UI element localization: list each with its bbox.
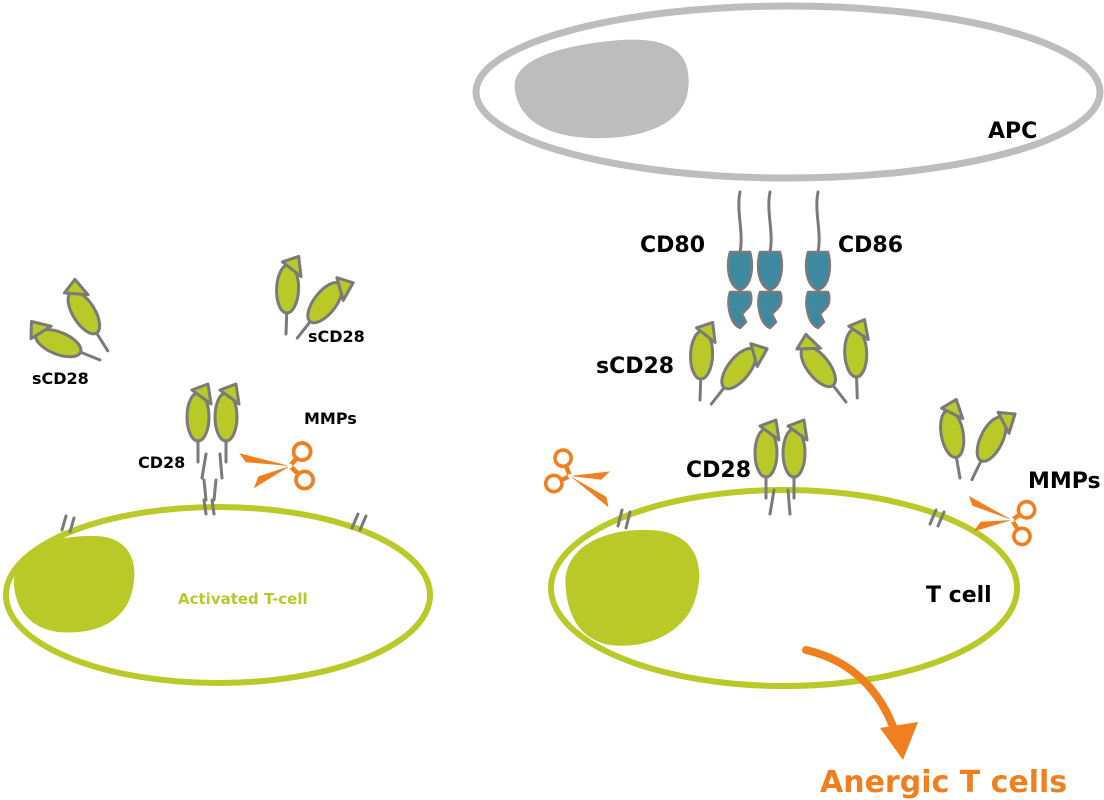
- receptor-icon: [187, 384, 239, 478]
- mmps-right-label: MMPs: [1028, 469, 1101, 494]
- scissors-icon: [239, 442, 314, 494]
- scissors-icon: [543, 448, 621, 512]
- receptor-icon: [666, 315, 772, 421]
- scd28-right-2: [787, 312, 893, 418]
- ligand-icon: [804, 190, 832, 330]
- cleaved-cd28-right: [925, 396, 1019, 489]
- membrane-stub-right: [616, 508, 946, 530]
- cd86-label: CD86: [838, 233, 903, 258]
- cd86-ligand: [804, 190, 832, 330]
- cd28-left: [187, 384, 239, 478]
- anergic-arrow: [802, 646, 918, 760]
- activated-t-cell-label: Activated T-cell: [178, 590, 308, 608]
- receptor-icon: [925, 396, 1019, 489]
- cd80-ligands: [726, 190, 784, 330]
- apc-cell: [472, 2, 1104, 182]
- receptor-icon: [787, 312, 893, 418]
- ligand-icon: [756, 190, 784, 330]
- cd80-label: CD80: [640, 233, 705, 258]
- cd28-left-label: CD28: [138, 453, 185, 472]
- t-cell-label: T cell: [926, 583, 992, 608]
- t-cell: [548, 487, 1020, 689]
- scd28-left-2-label: sCD28: [308, 327, 365, 346]
- mmps-left-label: MMPs: [304, 409, 357, 428]
- scd28-right-label: sCD28: [596, 354, 674, 379]
- membrane-stubs-left: [60, 478, 368, 534]
- scd28-right-1: [666, 315, 772, 421]
- anergic-label: Anergic T cells: [820, 765, 1067, 800]
- activated-t-cell: [3, 504, 433, 686]
- apc-label: APC: [988, 119, 1037, 144]
- cd28-right-label: CD28: [686, 458, 751, 483]
- scd28-left-1-label: sCD28: [32, 369, 89, 388]
- ligand-icon: [726, 190, 754, 330]
